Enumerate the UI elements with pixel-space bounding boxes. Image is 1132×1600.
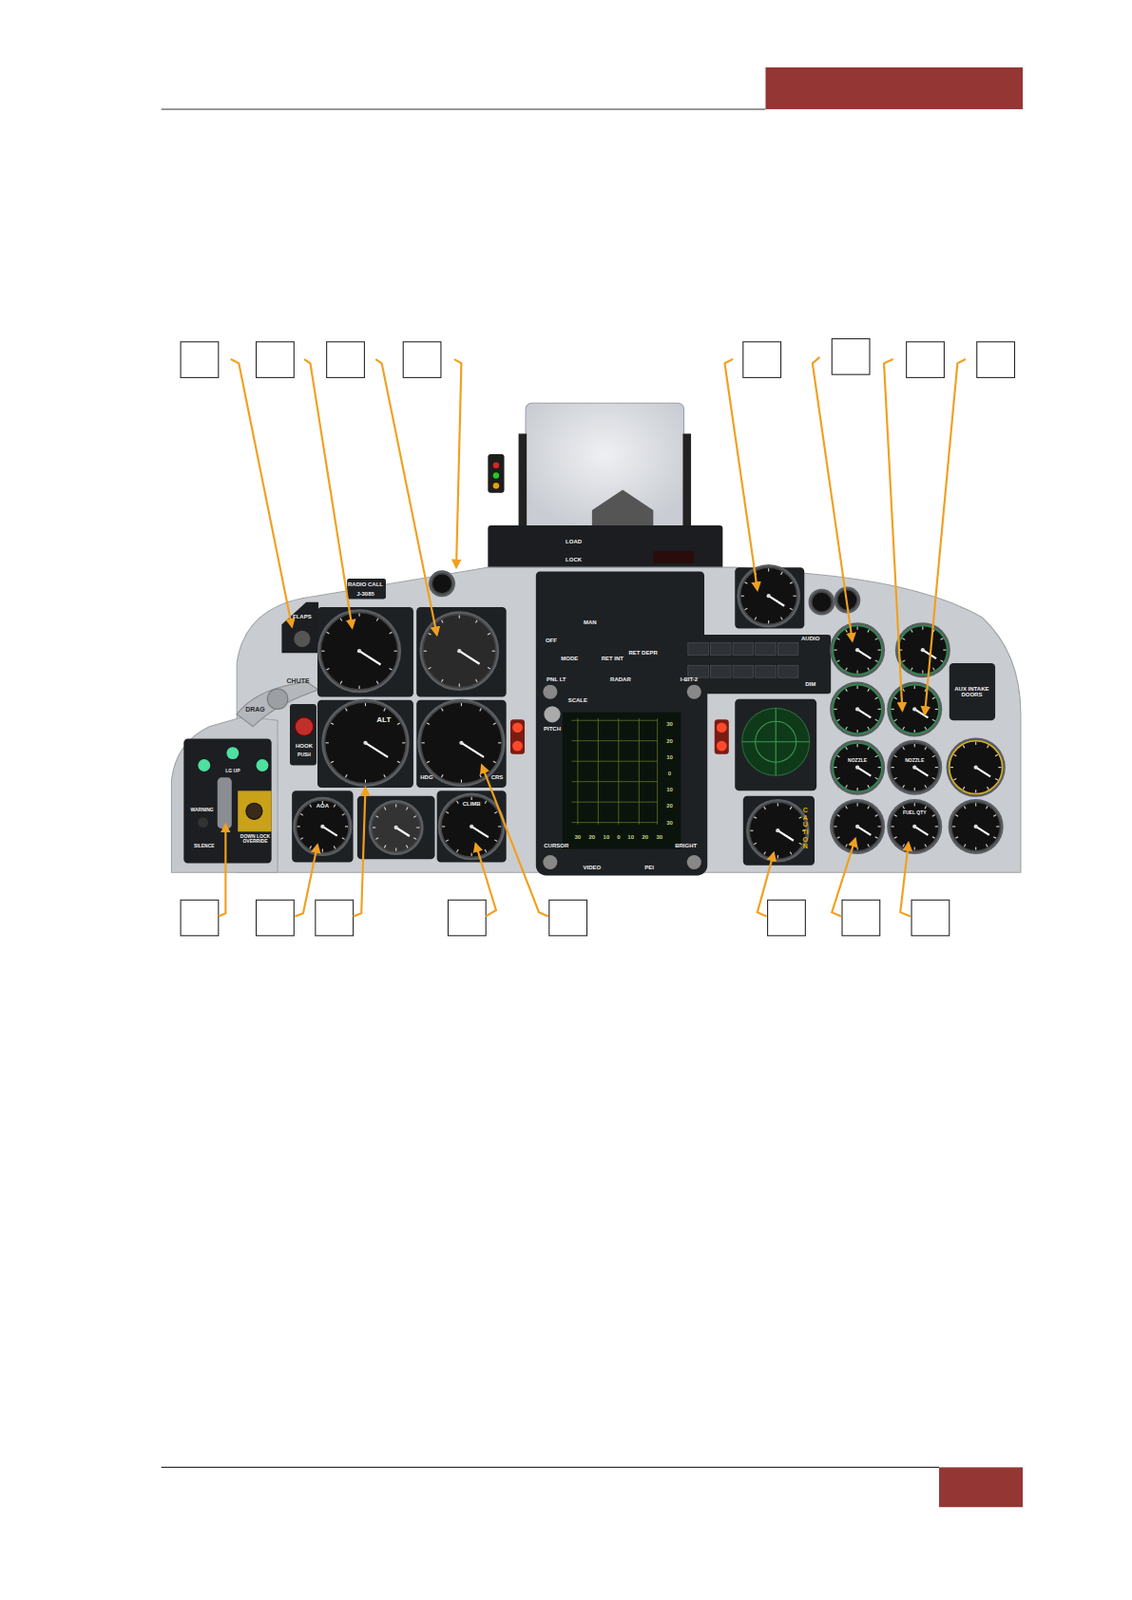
panel-label: DRAG <box>245 707 266 714</box>
hud-projector <box>592 490 653 532</box>
gauge-dial <box>829 622 885 678</box>
gear-handle <box>217 777 232 829</box>
panel-label: 30 <box>655 833 663 840</box>
panel-label: CURSOR <box>543 843 569 849</box>
panel-label: CRS <box>491 774 504 781</box>
gauge-dial <box>886 799 942 855</box>
panel-label: SCALE <box>568 697 588 704</box>
gauge-dial <box>829 740 885 796</box>
panel-label: 10 <box>627 833 634 840</box>
panel-label: RADAR <box>610 676 632 683</box>
hook-button <box>294 717 313 736</box>
panel-label: 0 <box>616 833 620 840</box>
hud-display <box>652 551 694 564</box>
footer-rule <box>161 1467 940 1469</box>
panel-label: MODE <box>560 655 578 662</box>
gauge-dial <box>829 681 885 737</box>
gauge-dial <box>946 737 1006 797</box>
panel-label: I-BIT-2 <box>680 676 698 683</box>
gauge-dial <box>829 799 885 855</box>
panel-label: CLIMB <box>462 801 481 807</box>
panel-label: LOCK <box>565 556 582 562</box>
panel-label: NOZZLE <box>904 759 924 765</box>
header-rule <box>161 108 767 110</box>
panel-label: HOOK <box>295 743 313 749</box>
panel-label: 30 <box>575 833 582 840</box>
gauge-dial <box>886 740 942 796</box>
panel-label: PITCH <box>543 726 561 732</box>
panel-label: RET INT <box>601 655 624 662</box>
gear-control-box <box>183 739 271 864</box>
panel-label: 20 <box>589 833 596 840</box>
panel-label: 20 <box>666 803 673 809</box>
gauge-dial <box>438 792 506 861</box>
panel-label: PUSH <box>297 752 311 758</box>
gauge-dial <box>736 564 801 629</box>
panel-label: BRIGHT <box>674 843 697 849</box>
panel-label: AUDIO <box>801 635 820 642</box>
gauge-dial <box>895 622 951 678</box>
gauge-dial <box>419 611 499 691</box>
gauge-dial <box>886 681 942 737</box>
panel-label: 10 <box>603 833 611 840</box>
radar-grid <box>571 718 657 826</box>
panel-label: 10 <box>666 754 673 761</box>
leader-lines <box>218 357 966 918</box>
rwr-scope <box>742 708 810 776</box>
hud-base <box>487 525 723 572</box>
panel-label: 20 <box>641 833 649 840</box>
panel-label: 10 <box>666 786 673 793</box>
panel-label: MAN <box>583 619 597 626</box>
panel-label: ALT <box>376 716 391 725</box>
gauge-dial <box>368 800 424 856</box>
gauge-dial <box>808 589 836 616</box>
panel-label: NOZZLE <box>847 759 867 765</box>
header-bar <box>765 67 1023 110</box>
gauge-dial <box>746 799 810 864</box>
instrument-cases <box>289 567 996 876</box>
panel-label: SILENCE <box>193 844 215 850</box>
panel-label: PEI <box>644 864 654 871</box>
panel-label: HDG <box>420 774 433 781</box>
panel-label: WARNING <box>191 807 214 813</box>
panel-label: LOAD <box>565 538 582 545</box>
panel-label: CAUTION <box>802 806 809 851</box>
panel-label: J-3085 <box>356 591 375 597</box>
panel-label: RADIO CALL <box>347 581 384 588</box>
panel-label: DOWN LOCK OVERRIDE <box>234 834 275 845</box>
gauge-dial <box>948 799 1004 855</box>
panel-label: DIM <box>805 680 816 687</box>
gauge-dial <box>428 570 456 597</box>
panel-label: AUX INTAKE DOORS <box>951 686 992 699</box>
panel-label: 30 <box>666 721 673 728</box>
hud-glass <box>525 402 684 531</box>
panel-label: PNL LT <box>546 676 566 683</box>
radar-screen <box>562 712 682 850</box>
gauge-dial <box>321 699 409 787</box>
panel-label: FLAPS <box>292 613 312 620</box>
page-number-box <box>939 1467 1023 1508</box>
panel-label: 0 <box>668 770 672 777</box>
panel-label: 20 <box>666 738 673 745</box>
aoa-indexer <box>487 454 504 494</box>
gauge-dial <box>417 699 505 787</box>
panel-label: LG UP <box>225 768 240 774</box>
panel-label: AOA <box>316 803 329 809</box>
panel-label: RET DEPR <box>623 650 664 656</box>
gauge-dial <box>317 609 402 693</box>
callout-boxes <box>180 339 1015 937</box>
panel-label: OFF <box>545 637 557 644</box>
instrument-panel <box>236 567 1021 873</box>
gauge-dial <box>292 797 352 857</box>
flaps-switch <box>281 602 319 654</box>
panel-label: CHUTE <box>287 678 310 686</box>
override-plate <box>237 790 271 832</box>
panel-label: VIDEO <box>583 864 602 871</box>
panel-label: FUEL QTY <box>902 810 927 816</box>
panel-label: 30 <box>666 819 673 826</box>
